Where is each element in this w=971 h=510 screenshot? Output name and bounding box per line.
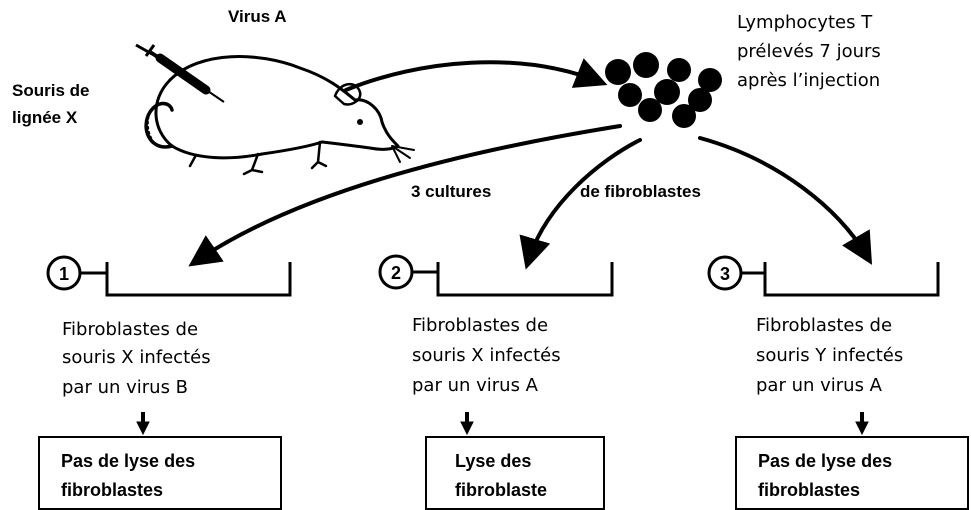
lymphocytes-label-line-2: prélevés 7 jours <box>737 41 881 62</box>
culture-dish-2 <box>378 254 614 297</box>
mouse-label-line-1: Souris de <box>12 81 90 100</box>
arrow-to-culture-1 <box>188 124 622 267</box>
mouse-label-line-2: lignée X <box>12 108 78 127</box>
virus-label: Virus A <box>228 7 287 26</box>
culture-3-result-line-1: Pas de lyse des <box>758 451 893 471</box>
culture-3-description-line-2: souris Y infectés <box>756 345 904 366</box>
culture-1-description-line-1: Fibroblastes de <box>62 319 199 340</box>
culture-2-description-line-3: par un virus A <box>412 375 538 396</box>
culture-dish-1 <box>46 255 292 297</box>
process-arrows <box>188 58 873 270</box>
cultures-label-part-1: 3 cultures <box>411 182 492 201</box>
syringe-illustration <box>135 43 225 103</box>
cultures-label-part-2: de fibroblastes <box>580 182 701 201</box>
lymphocytes-label-line-1: Lymphocytes T <box>737 12 873 33</box>
culture-1-description-line-3: par un virus B <box>62 377 189 398</box>
culture-2-result-line-1: Lyse des <box>455 451 532 471</box>
lymphocytes-label-line-3: après l’injection <box>737 70 881 91</box>
culture-3-result-box: Pas de lyse des fibroblastes <box>735 436 969 510</box>
culture-3-description-line-3: par un virus A <box>756 375 882 396</box>
arrow-to-culture-2 <box>519 138 642 270</box>
result-arrows <box>136 412 869 436</box>
culture-2-description-line-1: Fibroblastes de <box>412 315 549 336</box>
mouse-illustration <box>144 55 415 176</box>
culture-1-result-box: Pas de lyse des fibroblastes <box>38 436 282 510</box>
culture-dish-3 <box>707 255 940 297</box>
culture-1-result-line-2: fibroblastes <box>61 480 164 500</box>
culture-1-description-line-2: souris X infectés <box>62 347 211 368</box>
culture-number-3: 3 <box>720 264 730 284</box>
lymphocyte-cluster <box>605 52 722 128</box>
arrow-to-lymphocytes <box>344 58 608 92</box>
culture-3-result-line-2: fibroblastes <box>758 480 861 500</box>
culture-number-2: 2 <box>391 263 401 283</box>
culture-1-result-line-1: Pas de lyse des <box>61 451 196 471</box>
culture-2-result-box: Lyse des fibroblaste <box>425 436 605 510</box>
culture-3-description-line-1: Fibroblastes de <box>756 315 893 336</box>
culture-2-result-line-2: fibroblaste <box>455 480 548 500</box>
culture-number-1: 1 <box>59 264 69 284</box>
arrow-to-culture-3 <box>698 136 873 265</box>
culture-2-description-line-2: souris X infectés <box>412 345 561 366</box>
